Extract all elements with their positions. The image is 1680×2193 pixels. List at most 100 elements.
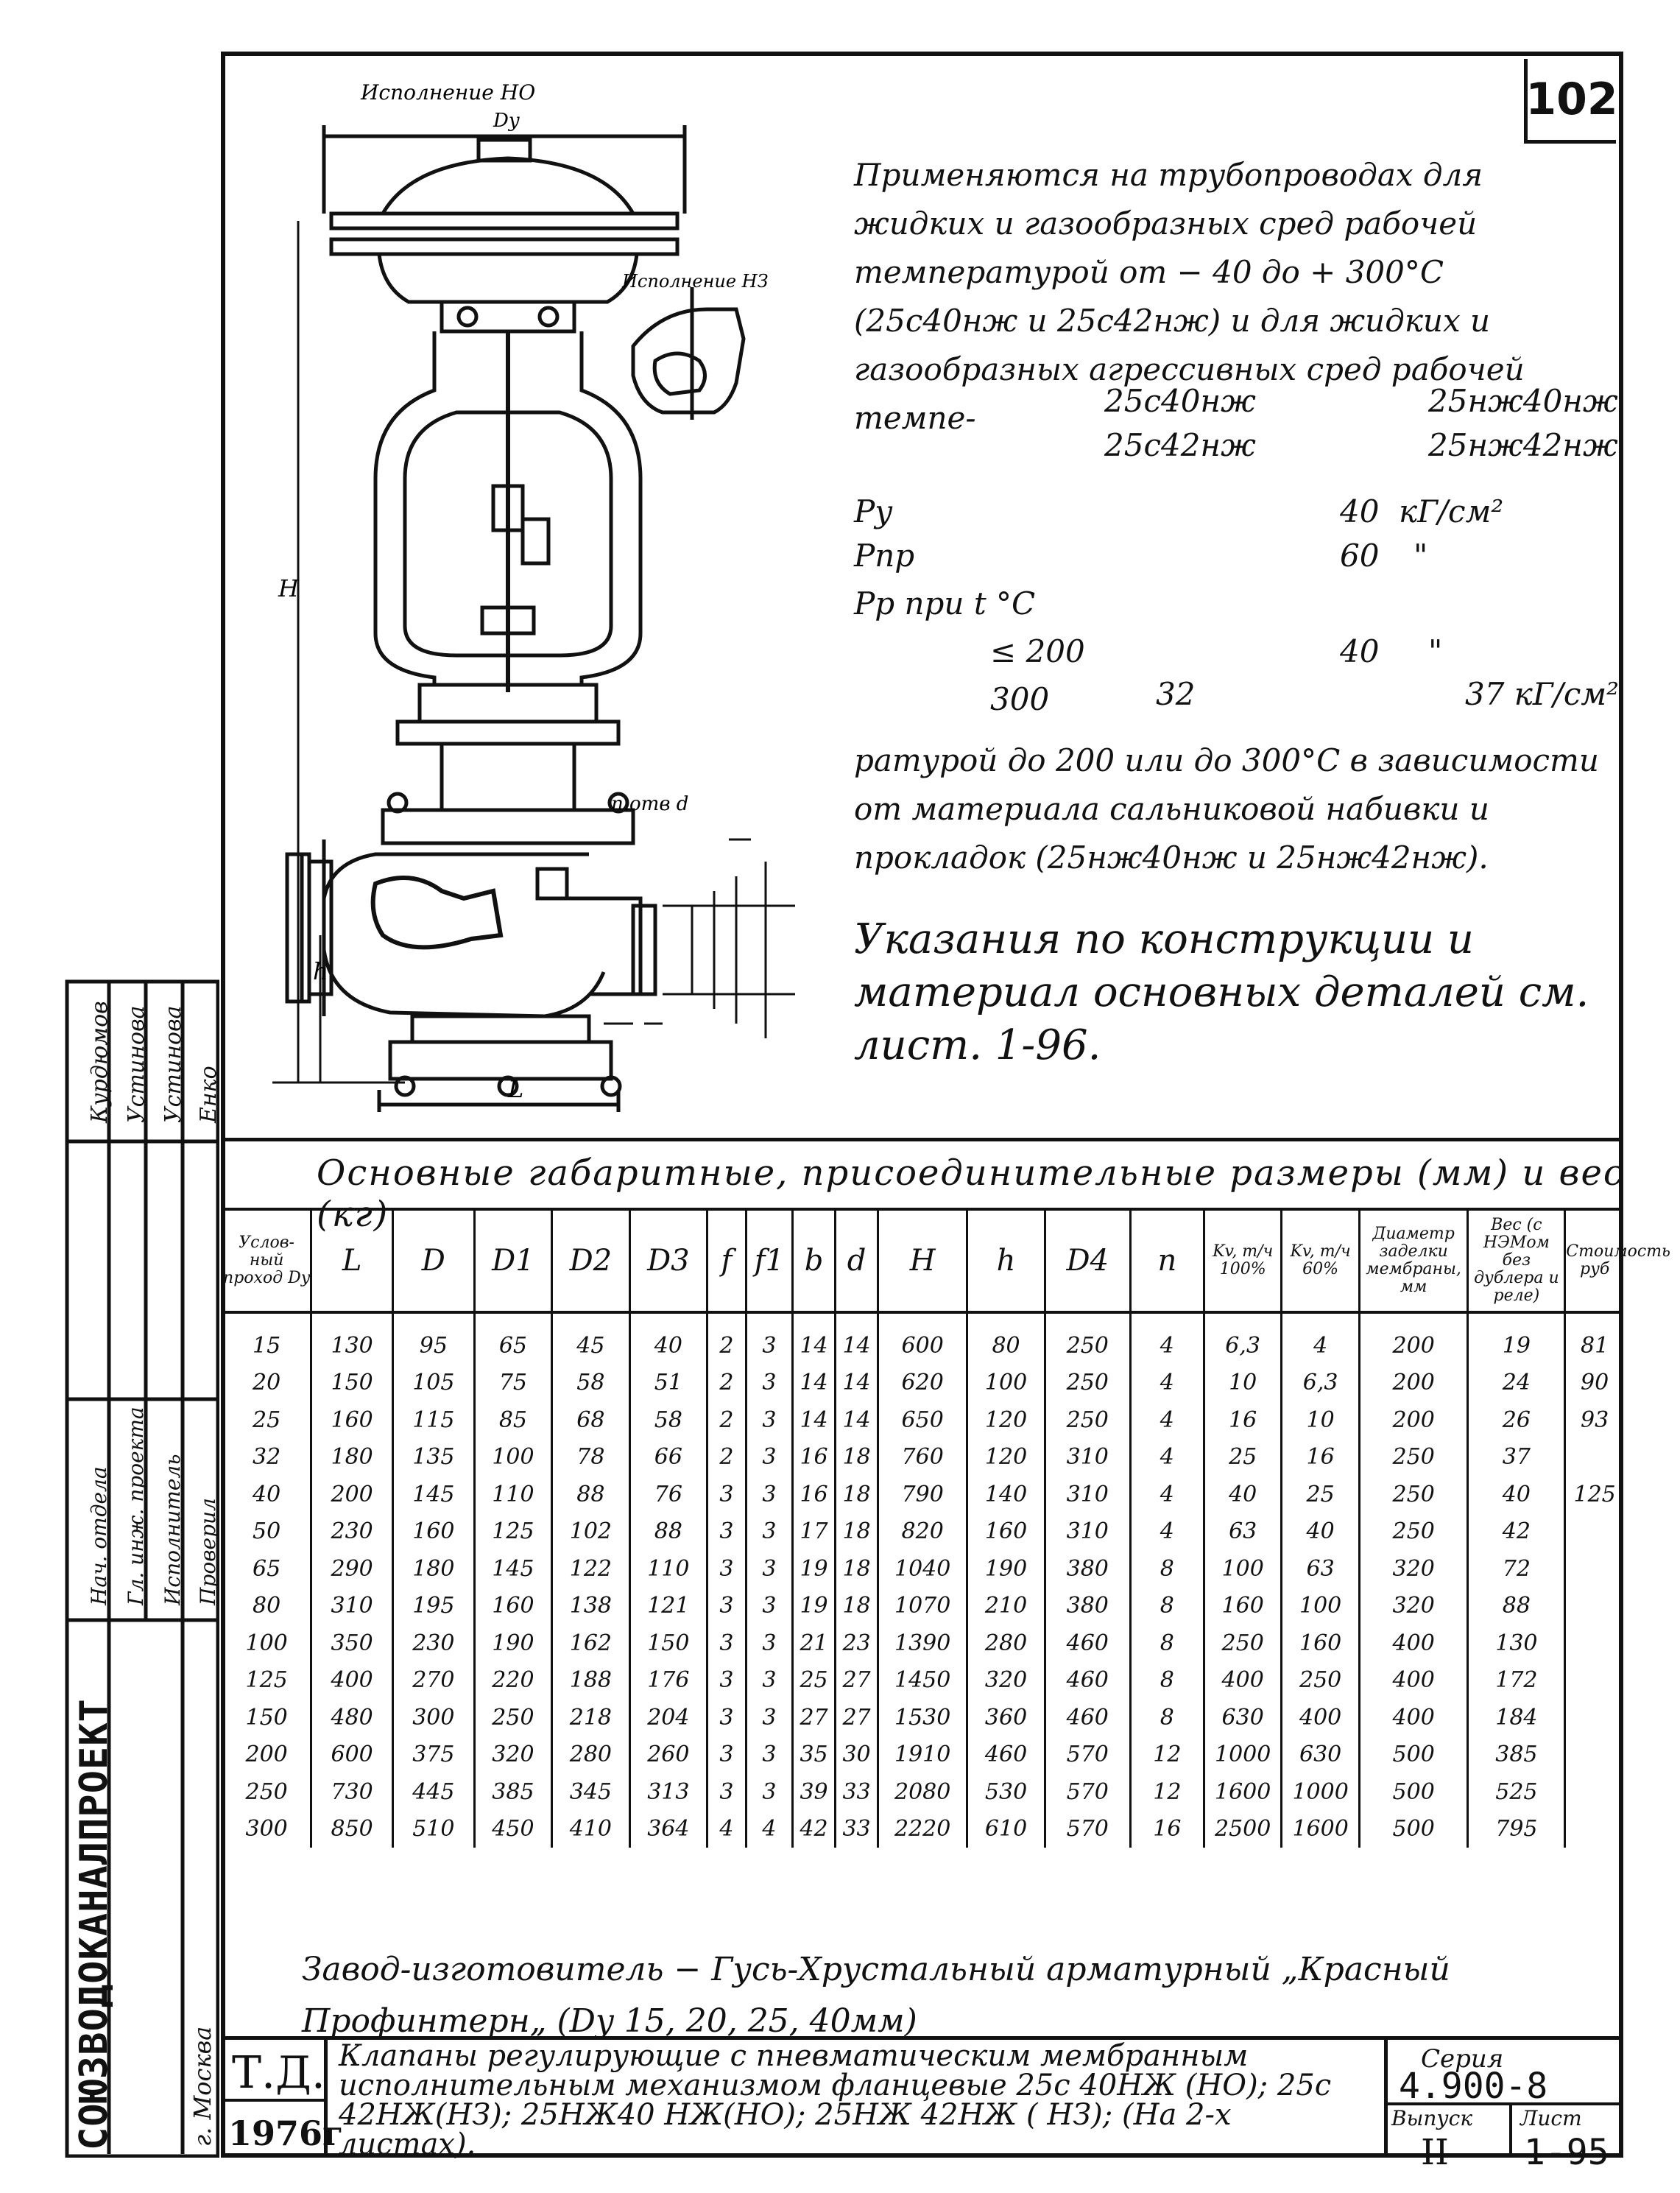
table-cell: 8 bbox=[1129, 1661, 1204, 1699]
table-cell: 200 bbox=[1358, 1364, 1468, 1401]
table-cell: 51 bbox=[628, 1364, 707, 1401]
table-cell: 80 bbox=[966, 1312, 1045, 1365]
table-cell: 160 bbox=[391, 1513, 475, 1550]
title-block-hline bbox=[221, 2099, 328, 2102]
table-cell: 42 bbox=[1467, 1513, 1565, 1550]
table-cell: 650 bbox=[877, 1401, 967, 1439]
table-cell: 3 bbox=[744, 1550, 793, 1588]
table-header-cell: Kv, т/ч 60% bbox=[1280, 1208, 1360, 1314]
table-cell: 125 bbox=[1564, 1476, 1623, 1513]
stamp-name-3: Устинова bbox=[160, 1005, 186, 1123]
table-cell: 820 bbox=[877, 1513, 967, 1550]
table-cell: 4 bbox=[1129, 1438, 1204, 1476]
table-cell: 122 bbox=[551, 1550, 630, 1588]
table-cell: 460 bbox=[1043, 1699, 1131, 1736]
approval-stamp: Курдюмов Устинова Устинова Енко Нач. отд… bbox=[65, 979, 222, 2158]
table-cell: 42 bbox=[791, 1810, 836, 1848]
table-cell: 93 bbox=[1564, 1401, 1623, 1439]
table-cell: 345 bbox=[551, 1773, 630, 1811]
table-cell: 280 bbox=[551, 1736, 630, 1773]
table-cell: 3 bbox=[744, 1624, 793, 1662]
version-nz-label: Исполнение НЗ bbox=[621, 271, 769, 292]
description: Применяются на трубопроводах для жидких … bbox=[854, 157, 1525, 436]
param-t1-label: ≤ 200 bbox=[990, 633, 1085, 669]
table-cell: 320 bbox=[1358, 1550, 1468, 1588]
param-t2-value-a: 32 bbox=[1156, 676, 1196, 712]
table-cell: 3 bbox=[706, 1476, 747, 1513]
table-cell: 200 bbox=[220, 1736, 311, 1773]
table-cell: 120 bbox=[966, 1401, 1045, 1439]
table-cell: 3 bbox=[706, 1624, 747, 1662]
table-cell: 313 bbox=[628, 1773, 707, 1811]
table-cell: 290 bbox=[310, 1550, 393, 1588]
table-header-cell: d bbox=[834, 1208, 878, 1314]
stamp-name-1: Курдюмов bbox=[87, 1001, 113, 1123]
table-cell: 172 bbox=[1467, 1661, 1565, 1699]
table-cell: 4 bbox=[1129, 1476, 1204, 1513]
table-cell: 250 bbox=[1043, 1364, 1131, 1401]
table-cell: 4 bbox=[1129, 1401, 1204, 1439]
table-cell: 3 bbox=[744, 1736, 793, 1773]
table-cell: 3 bbox=[706, 1587, 747, 1624]
table-cell: 160 bbox=[1202, 1587, 1282, 1624]
table-cell: 230 bbox=[310, 1513, 393, 1550]
table-cell: 160 bbox=[966, 1513, 1045, 1550]
table-header-cell: Услов-ный проход Dy bbox=[220, 1208, 311, 1314]
table-cell: 380 bbox=[1043, 1550, 1131, 1588]
table-cell: 18 bbox=[834, 1513, 878, 1550]
seria-label: Серия bbox=[1421, 2044, 1504, 2074]
table-cell: 17 bbox=[791, 1513, 836, 1550]
table-cell: 95 bbox=[391, 1312, 475, 1365]
dim-holes-label: n.отв d bbox=[611, 793, 688, 815]
table-cell: 100 bbox=[1202, 1550, 1282, 1588]
dim-h-lower-label: h bbox=[313, 957, 328, 985]
param-py-value: 40 bbox=[1340, 493, 1380, 529]
table-cell: 310 bbox=[1043, 1438, 1131, 1476]
table-cell: 530 bbox=[966, 1773, 1045, 1811]
table-cell: 16 bbox=[1202, 1401, 1282, 1439]
table-cell: 620 bbox=[877, 1364, 967, 1401]
table-cell: 105 bbox=[391, 1364, 475, 1401]
table-cell: 3 bbox=[744, 1587, 793, 1624]
table-cell: 4 bbox=[744, 1810, 793, 1848]
table-cell: 300 bbox=[220, 1810, 311, 1848]
table-cell: 100 bbox=[966, 1364, 1045, 1401]
vypusk-value: II bbox=[1421, 2132, 1449, 2173]
table-cell: 218 bbox=[551, 1699, 630, 1736]
stamp-role-1: Нач. отдела bbox=[87, 1466, 111, 1605]
table-cell bbox=[1564, 1587, 1623, 1624]
table-cell: 500 bbox=[1358, 1810, 1468, 1848]
table-cell: 385 bbox=[1467, 1736, 1565, 1773]
vypusk-label: Выпуск bbox=[1391, 2106, 1473, 2130]
table-cell: 250 bbox=[473, 1699, 552, 1736]
table-cell: 3 bbox=[744, 1364, 793, 1401]
table-cell: 100 bbox=[220, 1624, 311, 1662]
table-cell: 176 bbox=[628, 1661, 707, 1699]
table-cell: 320 bbox=[473, 1736, 552, 1773]
table-header-cell: D1 bbox=[473, 1208, 552, 1314]
table-cell: 3 bbox=[744, 1513, 793, 1550]
title-block-vline3 bbox=[1509, 2102, 1512, 2158]
table-cell: 150 bbox=[628, 1624, 707, 1662]
table-cell: 400 bbox=[1358, 1624, 1468, 1662]
table-cell: 180 bbox=[310, 1438, 393, 1476]
table-cell: 2080 bbox=[877, 1773, 967, 1811]
table-cell: 3 bbox=[744, 1476, 793, 1513]
table-cell: 320 bbox=[1358, 1587, 1468, 1624]
table-cell: 68 bbox=[551, 1401, 630, 1439]
table-cell: 14 bbox=[834, 1401, 878, 1439]
table-cell: 1070 bbox=[877, 1587, 967, 1624]
table-cell: 730 bbox=[310, 1773, 393, 1811]
table-cell: 8 bbox=[1129, 1587, 1204, 1624]
table-cell: 66 bbox=[628, 1438, 707, 1476]
table-cell: 310 bbox=[310, 1587, 393, 1624]
table-cell: 150 bbox=[220, 1699, 311, 1736]
table-cell: 115 bbox=[391, 1401, 475, 1439]
